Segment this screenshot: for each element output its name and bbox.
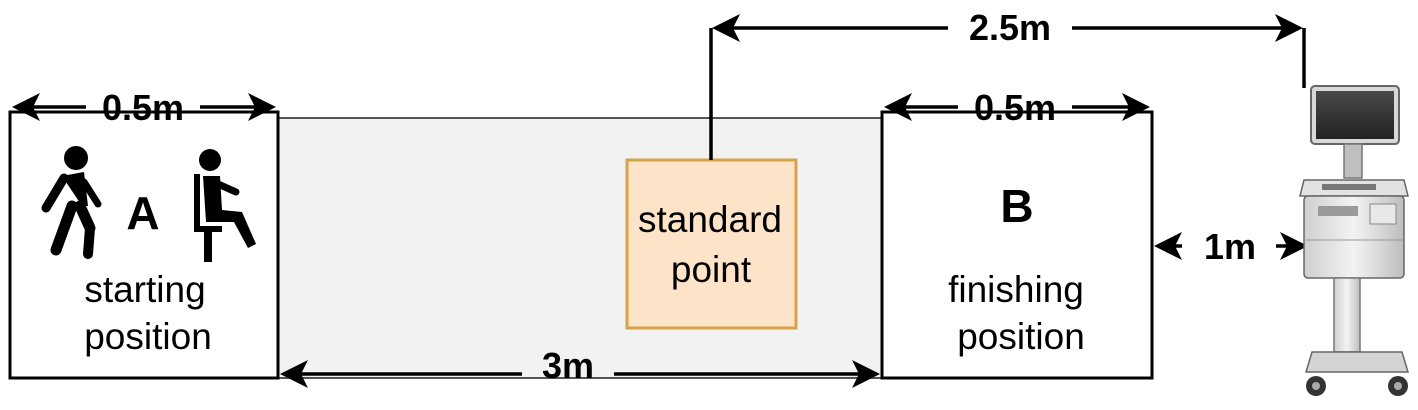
monitor-distance-label: 2.5m	[969, 7, 1051, 48]
standard-point-box	[625, 158, 798, 330]
walkway-length-dimension: 3m	[280, 345, 880, 388]
walking-person-icon	[41, 146, 102, 259]
start-caption-line2: position	[84, 316, 212, 357]
finish-caption-line1: finishing	[948, 269, 1084, 310]
finish-caption-line2: position	[957, 316, 1085, 357]
cart-gap-label: 1m	[1204, 226, 1256, 267]
start-caption-line1: starting	[84, 269, 205, 310]
cart-gap-dimension: 1m	[1154, 226, 1308, 267]
finish-position-box	[880, 110, 1154, 380]
start-width-dimension: 0.5m	[12, 87, 276, 128]
finish-letter: B	[1000, 180, 1033, 232]
monitor-distance-dimension: 2.5m	[712, 7, 1303, 48]
medical-cart-icon	[1299, 85, 1410, 396]
finish-width-label: 0.5m	[974, 87, 1056, 128]
start-letter: A	[126, 187, 159, 239]
standard-point-line2: point	[671, 249, 752, 290]
walkway-length-label: 3m	[542, 345, 594, 386]
seated-person-icon	[194, 149, 256, 262]
finish-width-dimension: 0.5m	[884, 87, 1150, 128]
standard-point-line1: standard	[638, 199, 782, 240]
start-width-label: 0.5m	[102, 87, 184, 128]
